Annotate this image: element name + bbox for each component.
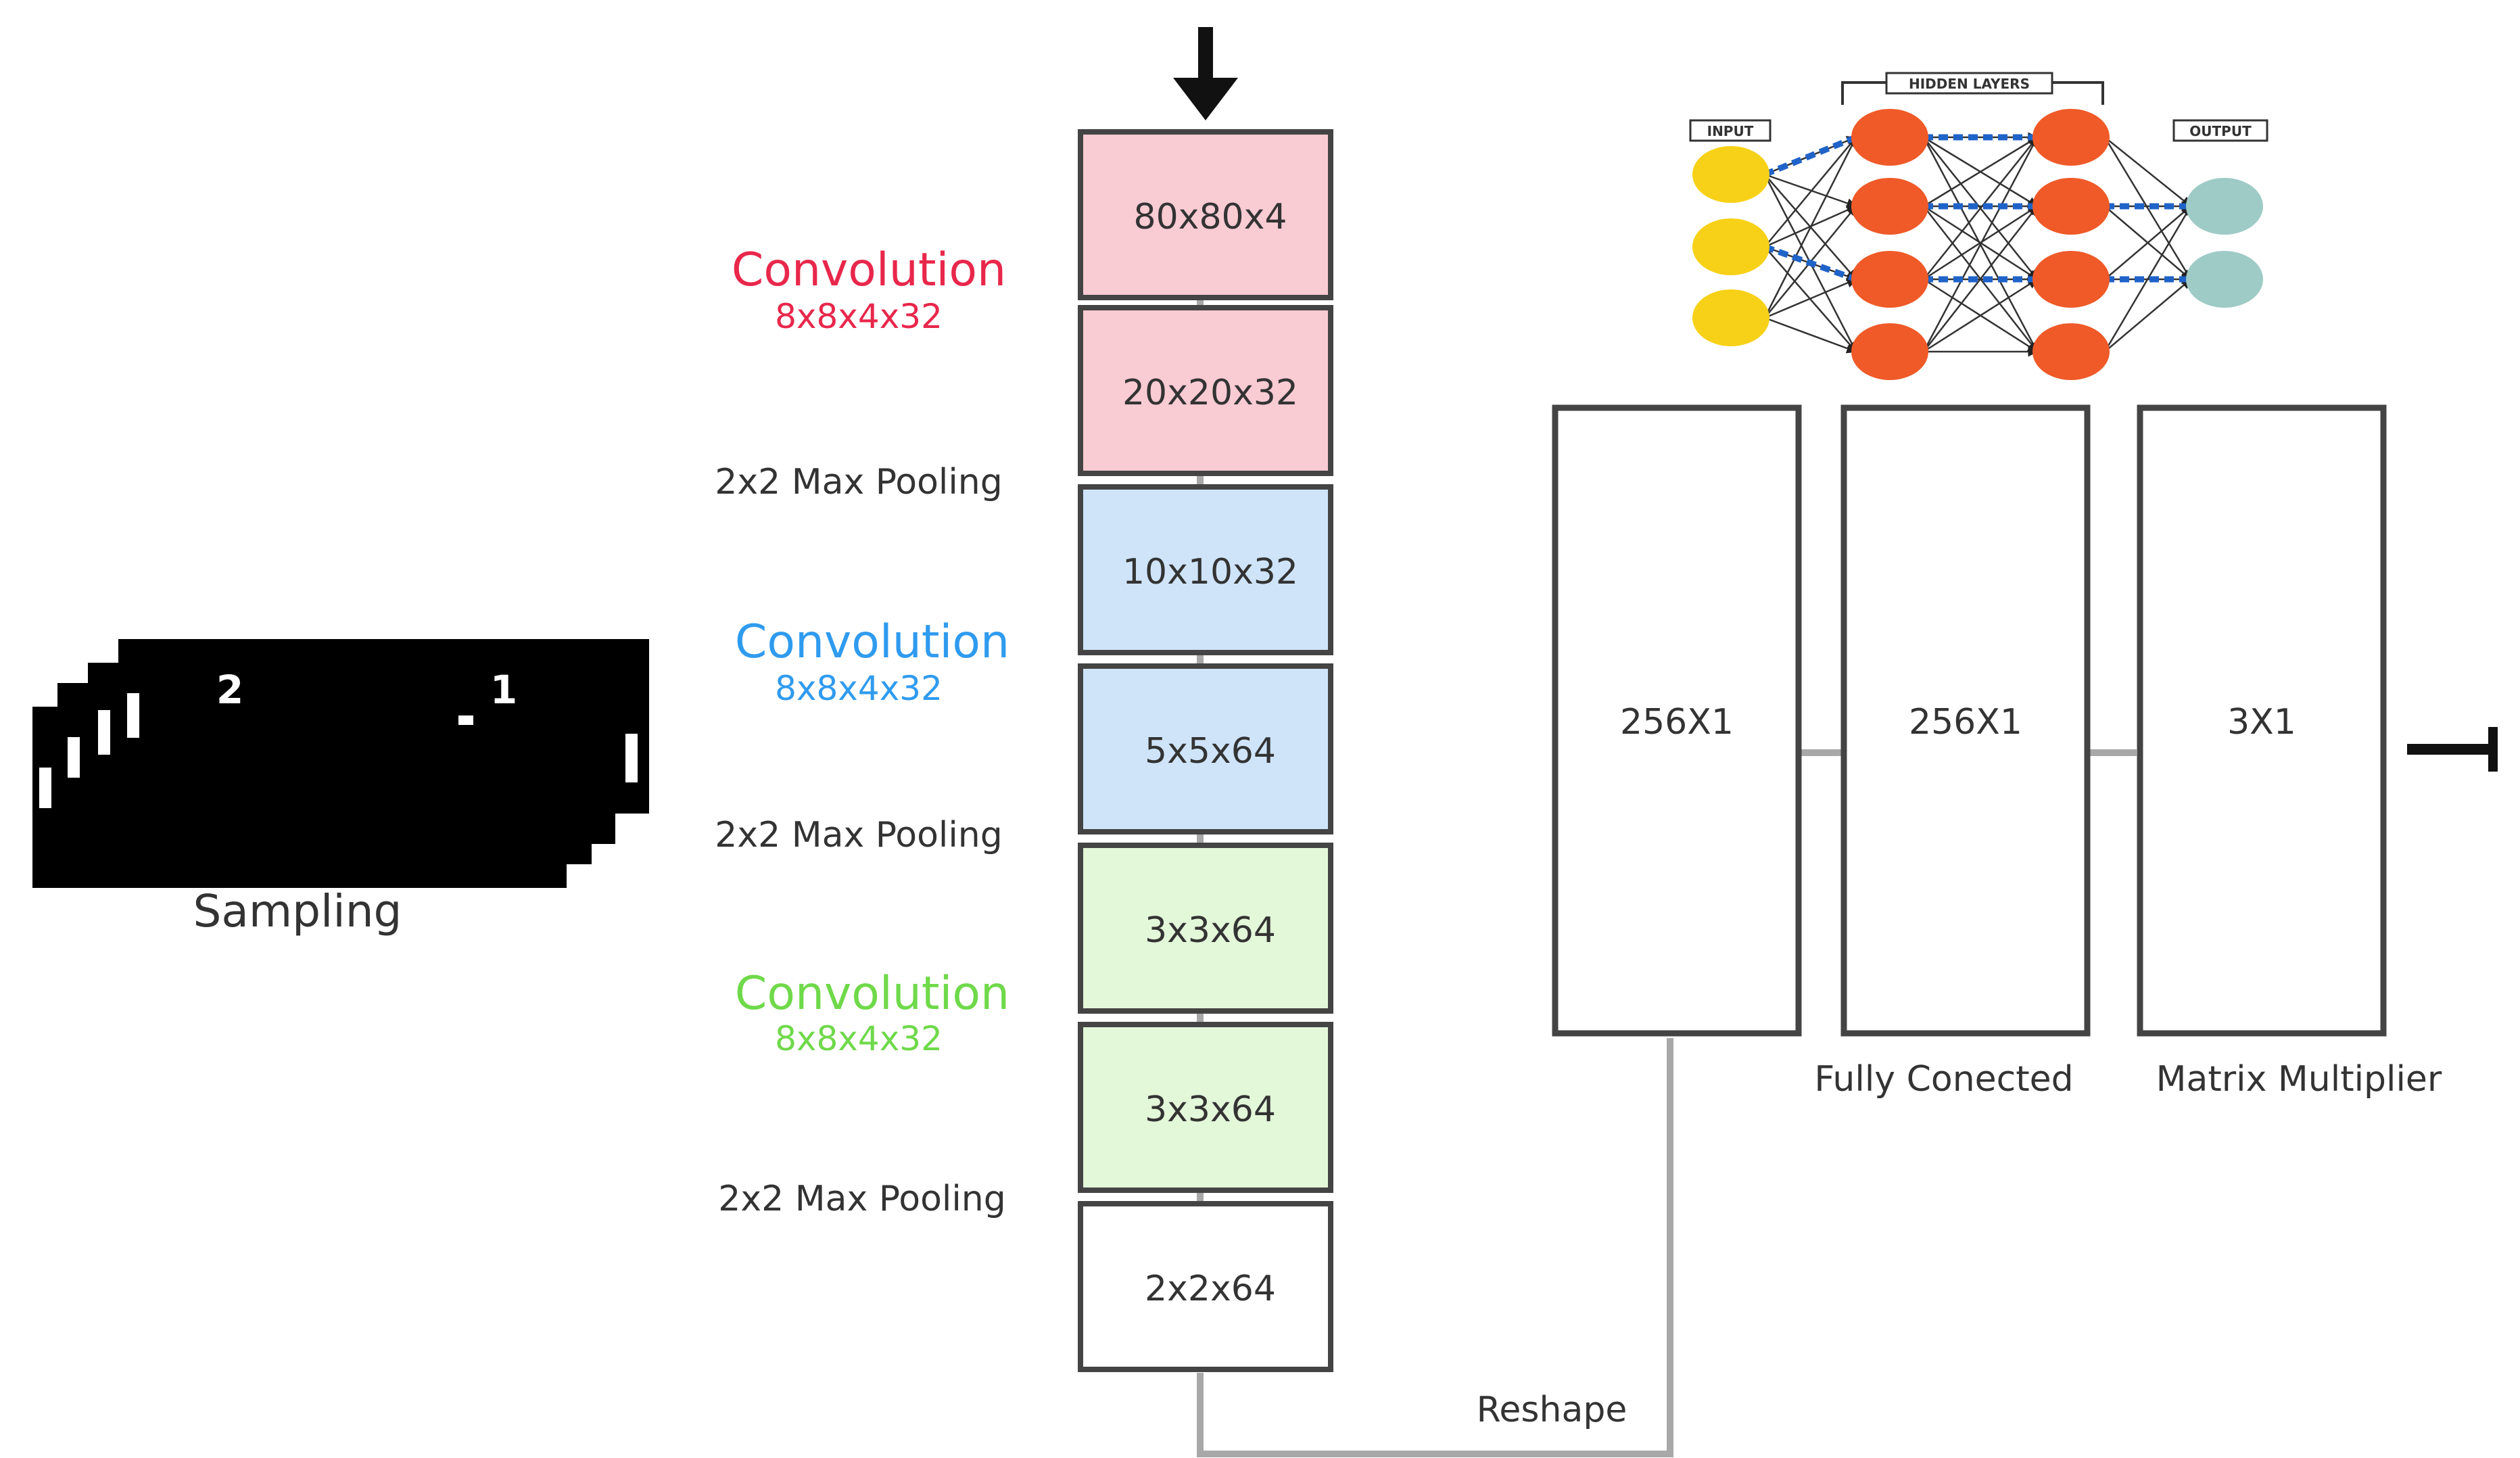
matrix-multiplier-label: Matrix Multiplier	[2156, 1059, 2442, 1100]
nn-node	[2032, 109, 2110, 166]
nn-edge	[1923, 278, 2039, 353]
layer-stack: 80x80x4 20x20x32 10x10x32 5x5x64 3x3x64 3x3x6…	[1078, 129, 1333, 1372]
fc-layer-label: 256X1	[1620, 702, 1734, 743]
conv2-kernel: 8x8x4x32	[775, 669, 943, 708]
nn-input-label: INPUT	[1707, 123, 1754, 139]
nn-hidden-label-frame	[1885, 72, 2053, 95]
nn-node	[1692, 289, 1769, 346]
nn-node	[2032, 251, 2110, 308]
conv3-title: Convolution	[735, 967, 1009, 1020]
sampling-label: Sampling	[193, 885, 402, 937]
fully-connected-label: Fully Conected	[1814, 1059, 2073, 1100]
stack-layer-label: 3x3x64	[1145, 1089, 1276, 1130]
stack-layer-label: 10x10x32	[1122, 552, 1298, 592]
stack-layer-label: 3x3x64	[1145, 910, 1276, 951]
stack-layer: 80x80x4	[1078, 129, 1333, 300]
sampling-score-right: 1	[490, 667, 517, 713]
nn-edges	[1763, 132, 2192, 357]
sampling-frames: 2 1	[32, 639, 649, 888]
nn-node	[2186, 251, 2263, 308]
nn-node	[1692, 218, 1769, 275]
nn-edge	[2103, 137, 2192, 281]
pool1-label: 2x2 Max Pooling	[715, 462, 1003, 502]
neural-network-icon: INPUT OUTPUT HIDDEN LAYERS	[1689, 72, 2268, 380]
nn-node	[2032, 323, 2110, 380]
nn-edge	[2103, 205, 2192, 352]
nn-edge	[2104, 206, 2192, 280]
sampling-score-left: 2	[216, 667, 243, 713]
nn-node	[1851, 323, 1928, 380]
fc-layer: 256X1	[1552, 404, 1802, 1037]
nn-node	[1851, 251, 1928, 308]
stack-layer-label: 5x5x64	[1145, 731, 1276, 772]
nn-node	[1851, 178, 1928, 235]
fc-layer-label: 256X1	[1909, 702, 2022, 743]
stack-layer-box	[1078, 663, 1333, 834]
output-terminal	[2407, 727, 2498, 772]
stack-layer: 2x2x64	[1078, 1201, 1333, 1372]
fc-layer: 256X1	[1840, 404, 2091, 1037]
nn-edge	[1764, 316, 1857, 354]
nn-node	[2032, 178, 2110, 235]
conv2-title: Convolution	[735, 615, 1009, 669]
nn-output-label-frame	[2172, 119, 2268, 142]
nn-highlight-edge	[1763, 134, 1857, 178]
stack-layer: 3x3x64	[1078, 1022, 1333, 1193]
nn-output-label: OUTPUT	[2189, 123, 2252, 139]
fc-layer-box	[1840, 404, 2091, 1037]
fc-layer: 3X1	[2137, 404, 2387, 1037]
stack-layer-box	[1078, 129, 1333, 300]
nn-input-label-frame	[1689, 119, 1772, 142]
nn-edge	[1923, 205, 2038, 352]
stack-layer-label: 2x2x64	[1145, 1269, 1276, 1309]
nn-edge	[2104, 137, 2192, 207]
conv1-kernel: 8x8x4x32	[775, 297, 943, 336]
nn-edge	[2104, 279, 2192, 352]
input-arrow	[1173, 27, 1238, 120]
stack-layer: 3x3x64	[1078, 843, 1333, 1014]
nn-edge	[1923, 136, 2038, 280]
pool2-label: 2x2 Max Pooling	[715, 815, 1003, 855]
nn-highlight-edge	[1763, 243, 1857, 283]
nn-edge	[1763, 136, 1857, 319]
pool3-label: 2x2 Max Pooling	[718, 1179, 1006, 1219]
stack-layer-box	[1078, 843, 1333, 1014]
conv1-title: Convolution	[732, 243, 1006, 297]
nn-node	[1692, 146, 1769, 203]
nn-edge	[1764, 173, 1857, 208]
reshape-label: Reshape	[1477, 1390, 1627, 1430]
nn-node	[2186, 178, 2263, 235]
stack-layer-box	[1078, 1201, 1333, 1372]
stack-layer: 10x10x32	[1078, 484, 1333, 655]
stack-layer-label: 80x80x4	[1134, 197, 1287, 237]
nn-edge	[1923, 136, 2039, 208]
stack-layer: 5x5x64	[1078, 663, 1333, 834]
conv3-kernel: 8x8x4x32	[775, 1019, 943, 1058]
stack-layer-box	[1078, 305, 1333, 476]
nn-edge	[1922, 136, 2039, 352]
fc-layer-label: 3X1	[2227, 702, 2296, 743]
nn-hidden-label: HIDDEN LAYERS	[1909, 76, 2030, 92]
stack-layer-box	[1078, 484, 1333, 655]
nn-node	[1851, 109, 1928, 166]
stack-layer-label: 20x20x32	[1122, 373, 1298, 413]
nn-edge	[1764, 278, 1857, 319]
fc-layers: 256X1 256X1 3X1	[1552, 404, 2387, 1037]
fc-layer-box	[2137, 404, 2387, 1037]
stack-layer-box	[1078, 1022, 1333, 1193]
stack-layer: 20x20x32	[1078, 305, 1333, 476]
fc-layer-box	[1552, 404, 1802, 1037]
nn-edge	[1764, 136, 1857, 248]
